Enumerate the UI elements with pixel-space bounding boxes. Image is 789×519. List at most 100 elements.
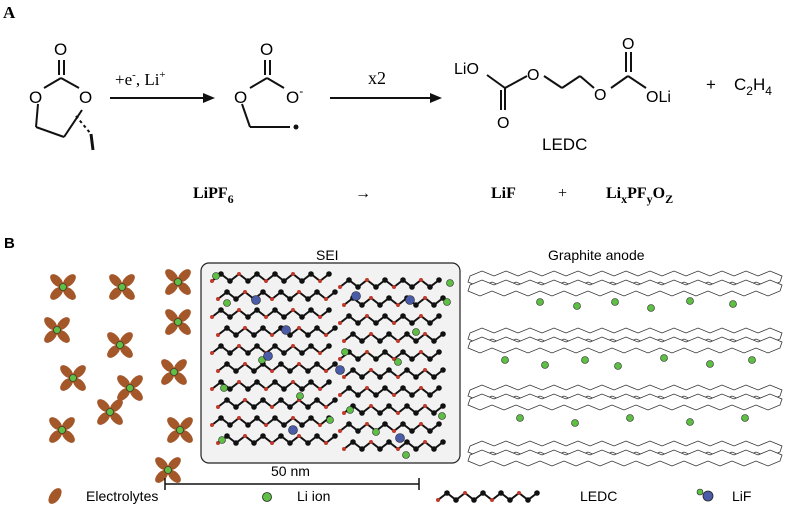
ledc-oxygen-atom	[419, 386, 423, 390]
electrolyte-petal	[97, 411, 111, 425]
graphite-li-ion	[626, 414, 634, 422]
electrolyte-petal	[49, 429, 63, 443]
electrolyte-li-center	[170, 368, 178, 376]
ledc-lio: LiO	[454, 61, 479, 78]
ledc-carbon-atom	[287, 296, 293, 302]
ledc-oxygen-atom	[396, 303, 400, 307]
sei-box	[200, 262, 461, 464]
graphite-anode-label: Graphite anode	[548, 247, 645, 263]
ledc-oxygen-atom	[365, 386, 369, 390]
ledc-carbon-atom	[409, 284, 415, 290]
ledc-oxygen-atom	[392, 429, 396, 433]
ledc-carbon-atom	[440, 403, 446, 409]
graphite-li-ion	[611, 298, 619, 306]
ledc-oxygen-atom	[291, 344, 295, 348]
legend-ledc-chain	[436, 490, 540, 503]
electrolyte-li-center	[118, 283, 126, 291]
electrolyte-li-center	[116, 341, 124, 349]
ledc-oxygen-atom	[237, 416, 241, 420]
ledc-oxygen-atom	[517, 491, 521, 495]
ledc-carbon-atom	[299, 386, 305, 392]
ledc-oxygen-atom	[338, 285, 342, 289]
legend-electrolyte-swatch	[48, 488, 62, 504]
ledc-molecule	[486, 52, 647, 110]
legend-electrolytes-label: Electrolytes	[86, 488, 158, 504]
ledc-oxygen-atom	[342, 375, 346, 379]
ledc-oxygen-atom	[324, 297, 328, 301]
sei-lif-particle	[351, 291, 361, 301]
ledc-carbon-atom	[427, 428, 433, 434]
ledc-carbon-atom	[326, 343, 332, 349]
equation-plus: +	[558, 185, 567, 202]
ledc-carbon-atom	[413, 302, 419, 308]
sei-li-ion	[443, 298, 451, 306]
ledc-oxygen-atom	[324, 405, 328, 409]
electrolyte-molecule	[49, 417, 75, 443]
anion-carbonyl-o: O	[260, 40, 273, 59]
ledc-carbon-atom	[355, 356, 361, 362]
ledc-carbon-atom	[359, 446, 365, 452]
ledc-oxygen-atom	[318, 315, 322, 319]
ledc-carbon-atom	[308, 415, 314, 421]
ledc-oxygen-atom	[392, 393, 396, 397]
ledc-carbon-atom	[278, 361, 284, 367]
ledc-carbon-atom	[413, 446, 419, 452]
electrolyte-li-center	[106, 408, 114, 416]
ledc-carbon-atom	[281, 314, 287, 320]
ledc-carbon-atom	[245, 422, 251, 428]
ledc-carbon-atom	[224, 325, 230, 331]
legend-li-ion-label: Li ion	[297, 488, 330, 504]
ledc-carbon-atom	[373, 284, 379, 290]
ledc-oxygen-atom	[392, 321, 396, 325]
electrolyte-petal	[119, 344, 133, 358]
ledc-carbon-atom	[346, 313, 352, 319]
ledc-carbon-atom	[400, 277, 406, 283]
ledc-chain	[338, 421, 442, 434]
ledc-carbon-atom	[245, 350, 251, 356]
ec-carbonyl-o: O	[54, 40, 67, 59]
ledc-carbon-atom	[251, 404, 257, 410]
ledc-carbon-atom	[427, 284, 433, 290]
ledc-oxygen-atom	[297, 290, 301, 294]
electrolyte-molecule	[109, 274, 135, 300]
plus-sign: +	[706, 75, 716, 94]
ledc-carbon-atom	[224, 361, 230, 367]
ledc-oxygen-atom	[243, 398, 247, 402]
ledc-oxygen-atom	[318, 387, 322, 391]
ledc-carbon-atom	[224, 289, 230, 295]
ethylene-carbonate-molecule	[35, 60, 95, 151]
ledc-chain	[216, 397, 338, 410]
ledc-oxygen-atom	[291, 380, 295, 384]
lipf6-decomposition-equation: LiPF6 → LiF + LixPFyOZ	[193, 185, 673, 206]
ledc-carbon-atom	[287, 440, 293, 446]
ledc-carbon-atom	[404, 439, 410, 445]
ledc-carbon-atom	[227, 314, 233, 320]
ledc-carbon-atom	[254, 307, 260, 313]
ledc-carbon-atom	[254, 379, 260, 385]
lipf6: LiPF6	[193, 185, 234, 206]
electrolyte-petal	[177, 309, 191, 323]
graphene-sheet	[467, 270, 783, 297]
ledc-carbon-atom	[326, 379, 332, 385]
electrolyte-petal	[167, 469, 181, 483]
scale-bar-label: 50 nm	[271, 463, 310, 479]
ledc-oxygen-atom	[291, 416, 295, 420]
sei-li-ion	[341, 348, 349, 356]
ledc-carbon-atom	[386, 367, 392, 373]
ledc-carbon-atom	[281, 350, 287, 356]
electrolyte-molecule	[117, 375, 143, 401]
ledc-carbon-atom	[436, 277, 442, 283]
electrolyte-petal	[129, 387, 143, 401]
ledc-carbon-atom	[350, 367, 356, 373]
ledc-oxygen-atom	[210, 315, 214, 319]
ledc-carbon-atom	[227, 422, 233, 428]
ledc-carbon-atom	[260, 433, 266, 439]
legend: Electrolytes Li ion LEDC LiF	[48, 488, 751, 504]
ledc-carbon-atom	[233, 404, 239, 410]
ledc-carbon-atom	[332, 397, 338, 403]
ledc-chain	[338, 385, 442, 398]
electrolyte-petal	[44, 329, 58, 343]
sei-li-ion	[346, 406, 354, 414]
electrolyte-petal	[167, 417, 181, 431]
lixpfyoz-product: LixPFyOZ	[606, 185, 673, 206]
